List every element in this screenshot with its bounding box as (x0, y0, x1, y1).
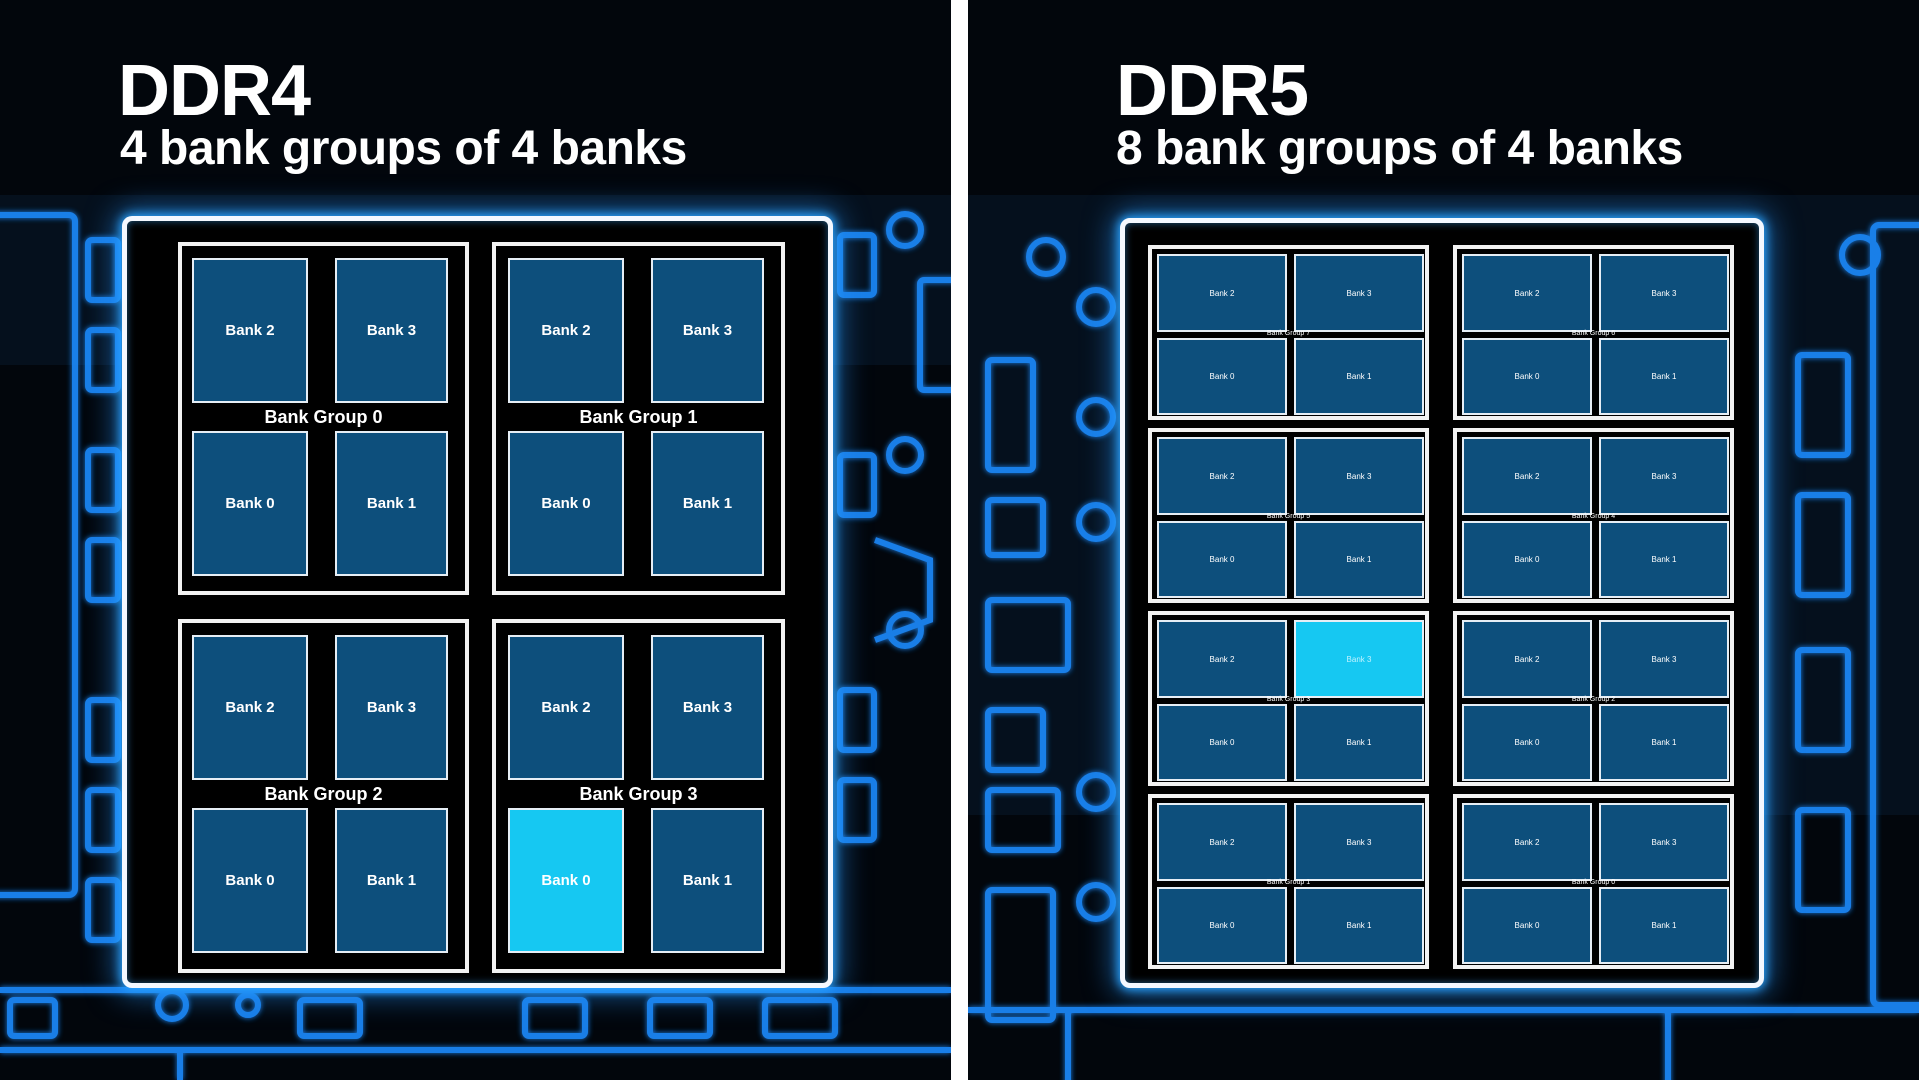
ddr5-bank-group-1-label: Bank Group 1 (1266, 879, 1311, 886)
ddr5-bg0-bank-3: Bank 3 (1599, 803, 1729, 881)
ddr4-memory-die: Bank 2 Bank 3 Bank Group 0 Bank 0 Bank 1… (122, 216, 833, 988)
ddr4-bg3-bank-2: Bank 2 (508, 635, 624, 780)
ddr5-bg6-bank-3: Bank 3 (1599, 254, 1729, 332)
ddr5-bank-group-1: Bank 2 Bank 3 Bank Group 1 Bank 0 Bank 1 (1148, 794, 1429, 969)
ddr5-bg0-bank-1: Bank 1 (1599, 887, 1729, 964)
ddr4-bg2-bank-2: Bank 2 (192, 635, 308, 780)
ddr5-bg0-bank-0: Bank 0 (1462, 887, 1592, 964)
ddr4-bg0-bank-3: Bank 3 (335, 258, 448, 403)
ddr5-bg5-bank-0: Bank 0 (1157, 521, 1287, 598)
ddr5-bg4-bank-3: Bank 3 (1599, 437, 1729, 515)
ddr5-bg4-bank-0: Bank 0 (1462, 521, 1592, 598)
ddr4-bg0-bank-1: Bank 1 (335, 431, 448, 576)
ddr5-bg5-bank-3: Bank 3 (1294, 437, 1424, 515)
ddr5-memory-die: Bank 2 Bank 3 Bank Group 7 Bank 0 Bank 1… (1120, 218, 1764, 988)
ddr5-subtitle: 8 bank groups of 4 banks (1116, 122, 1683, 175)
ddr5-bank-group-2-label: Bank Group 2 (1571, 696, 1616, 703)
ddr4-bg0-bank-0: Bank 0 (192, 431, 308, 576)
ddr5-panel: DDR5 8 bank groups of 4 banks Bank 2 Ban… (968, 0, 1919, 1080)
ddr4-subtitle: 4 bank groups of 4 banks (120, 122, 687, 175)
ddr5-bg4-bank-1: Bank 1 (1599, 521, 1729, 598)
ddr5-bg5-bank-2: Bank 2 (1157, 437, 1287, 515)
ddr5-bank-group-6: Bank 2 Bank 3 Bank Group 6 Bank 0 Bank 1 (1453, 245, 1734, 420)
ddr5-bg0-bank-2: Bank 2 (1462, 803, 1592, 881)
ddr5-title: DDR5 (1116, 51, 1309, 131)
ddr4-bg1-bank-0: Bank 0 (508, 431, 624, 576)
ddr5-bg2-bank-1: Bank 1 (1599, 704, 1729, 781)
ddr5-bank-group-7: Bank 2 Bank 3 Bank Group 7 Bank 0 Bank 1 (1148, 245, 1429, 420)
ddr4-bg2-bank-3: Bank 3 (335, 635, 448, 780)
ddr5-bank-group-3: Bank 2 Bank 3 Bank Group 3 Bank 0 Bank 1 (1148, 611, 1429, 786)
ddr5-bg3-bank-1: Bank 1 (1294, 704, 1424, 781)
ddr5-bank-group-3-label: Bank Group 3 (1266, 696, 1311, 703)
ddr5-bg2-bank-2: Bank 2 (1462, 620, 1592, 698)
ddr5-bg6-bank-0: Bank 0 (1462, 338, 1592, 415)
ddr5-bg3-bank-3-active: Bank 3 (1294, 620, 1424, 698)
ddr5-bg1-bank-0: Bank 0 (1157, 887, 1287, 964)
ddr5-bg6-bank-1: Bank 1 (1599, 338, 1729, 415)
ddr5-bank-group-0-label: Bank Group 0 (1571, 879, 1616, 886)
ddr5-bank-group-4: Bank 2 Bank 3 Bank Group 4 Bank 0 Bank 1 (1453, 428, 1734, 603)
ddr5-bank-group-5-label: Bank Group 5 (1266, 513, 1311, 520)
ddr5-bg7-bank-2: Bank 2 (1157, 254, 1287, 332)
ddr4-bg3-bank-3: Bank 3 (651, 635, 764, 780)
ddr4-bank-group-3: Bank 2 Bank 3 Bank Group 3 Bank 0 Bank 1 (492, 619, 785, 973)
ddr5-bg5-bank-1: Bank 1 (1294, 521, 1424, 598)
ddr4-bg3-bank-0: Bank 0 (508, 808, 624, 953)
ddr5-bg1-bank-1: Bank 1 (1294, 887, 1424, 964)
ddr5-bg7-bank-0: Bank 0 (1157, 338, 1287, 415)
ddr4-bank-group-2: Bank 2 Bank 3 Bank Group 2 Bank 0 Bank 1 (178, 619, 469, 973)
ddr5-bank-group-0: Bank 2 Bank 3 Bank Group 0 Bank 0 Bank 1 (1453, 794, 1734, 969)
ddr5-bg4-bank-2: Bank 2 (1462, 437, 1592, 515)
ddr5-bg7-bank-3: Bank 3 (1294, 254, 1424, 332)
ddr5-bank-group-2: Bank 2 Bank 3 Bank Group 2 Bank 0 Bank 1 (1453, 611, 1734, 786)
ddr4-bank-group-3-label: Bank Group 3 (579, 784, 698, 804)
ddr5-bg1-bank-3: Bank 3 (1294, 803, 1424, 881)
ddr4-bank-group-2-label: Bank Group 2 (264, 784, 383, 804)
ddr5-bank-group-4-label: Bank Group 4 (1571, 513, 1616, 520)
ddr4-bg1-bank-2: Bank 2 (508, 258, 624, 403)
ddr5-bg3-bank-0: Bank 0 (1157, 704, 1287, 781)
ddr5-bg2-bank-0: Bank 0 (1462, 704, 1592, 781)
ddr4-bank-group-1-label: Bank Group 1 (579, 407, 698, 427)
ddr4-bank-group-0: Bank 2 Bank 3 Bank Group 0 Bank 0 Bank 1 (178, 242, 469, 595)
ddr4-bank-group-0-label: Bank Group 0 (264, 407, 383, 427)
ddr4-panel: DDR4 4 bank groups of 4 banks Bank 2 Ban… (0, 0, 951, 1080)
ddr5-bg2-bank-3: Bank 3 (1599, 620, 1729, 698)
ddr5-bg3-bank-2: Bank 2 (1157, 620, 1287, 698)
ddr5-bank-group-7-label: Bank Group 7 (1266, 330, 1311, 337)
ddr4-title: DDR4 (118, 51, 311, 131)
ddr4-bg2-bank-0: Bank 0 (192, 808, 308, 953)
ddr4-bg3-bank-1: Bank 1 (651, 808, 764, 953)
ddr5-bank-group-6-label: Bank Group 6 (1571, 330, 1616, 337)
ddr5-bg1-bank-2: Bank 2 (1157, 803, 1287, 881)
ddr4-bg0-bank-2: Bank 2 (192, 258, 308, 403)
panel-divider (951, 0, 968, 1080)
ddr5-bank-group-5: Bank 2 Bank 3 Bank Group 5 Bank 0 Bank 1 (1148, 428, 1429, 603)
ddr4-bg1-bank-1: Bank 1 (651, 431, 764, 576)
ddr4-bank-group-1: Bank 2 Bank 3 Bank Group 1 Bank 0 Bank 1 (492, 242, 785, 595)
ddr5-bg7-bank-1: Bank 1 (1294, 338, 1424, 415)
ddr4-bg1-bank-3: Bank 3 (651, 258, 764, 403)
ddr5-bg6-bank-2: Bank 2 (1462, 254, 1592, 332)
ddr4-bg2-bank-1: Bank 1 (335, 808, 448, 953)
